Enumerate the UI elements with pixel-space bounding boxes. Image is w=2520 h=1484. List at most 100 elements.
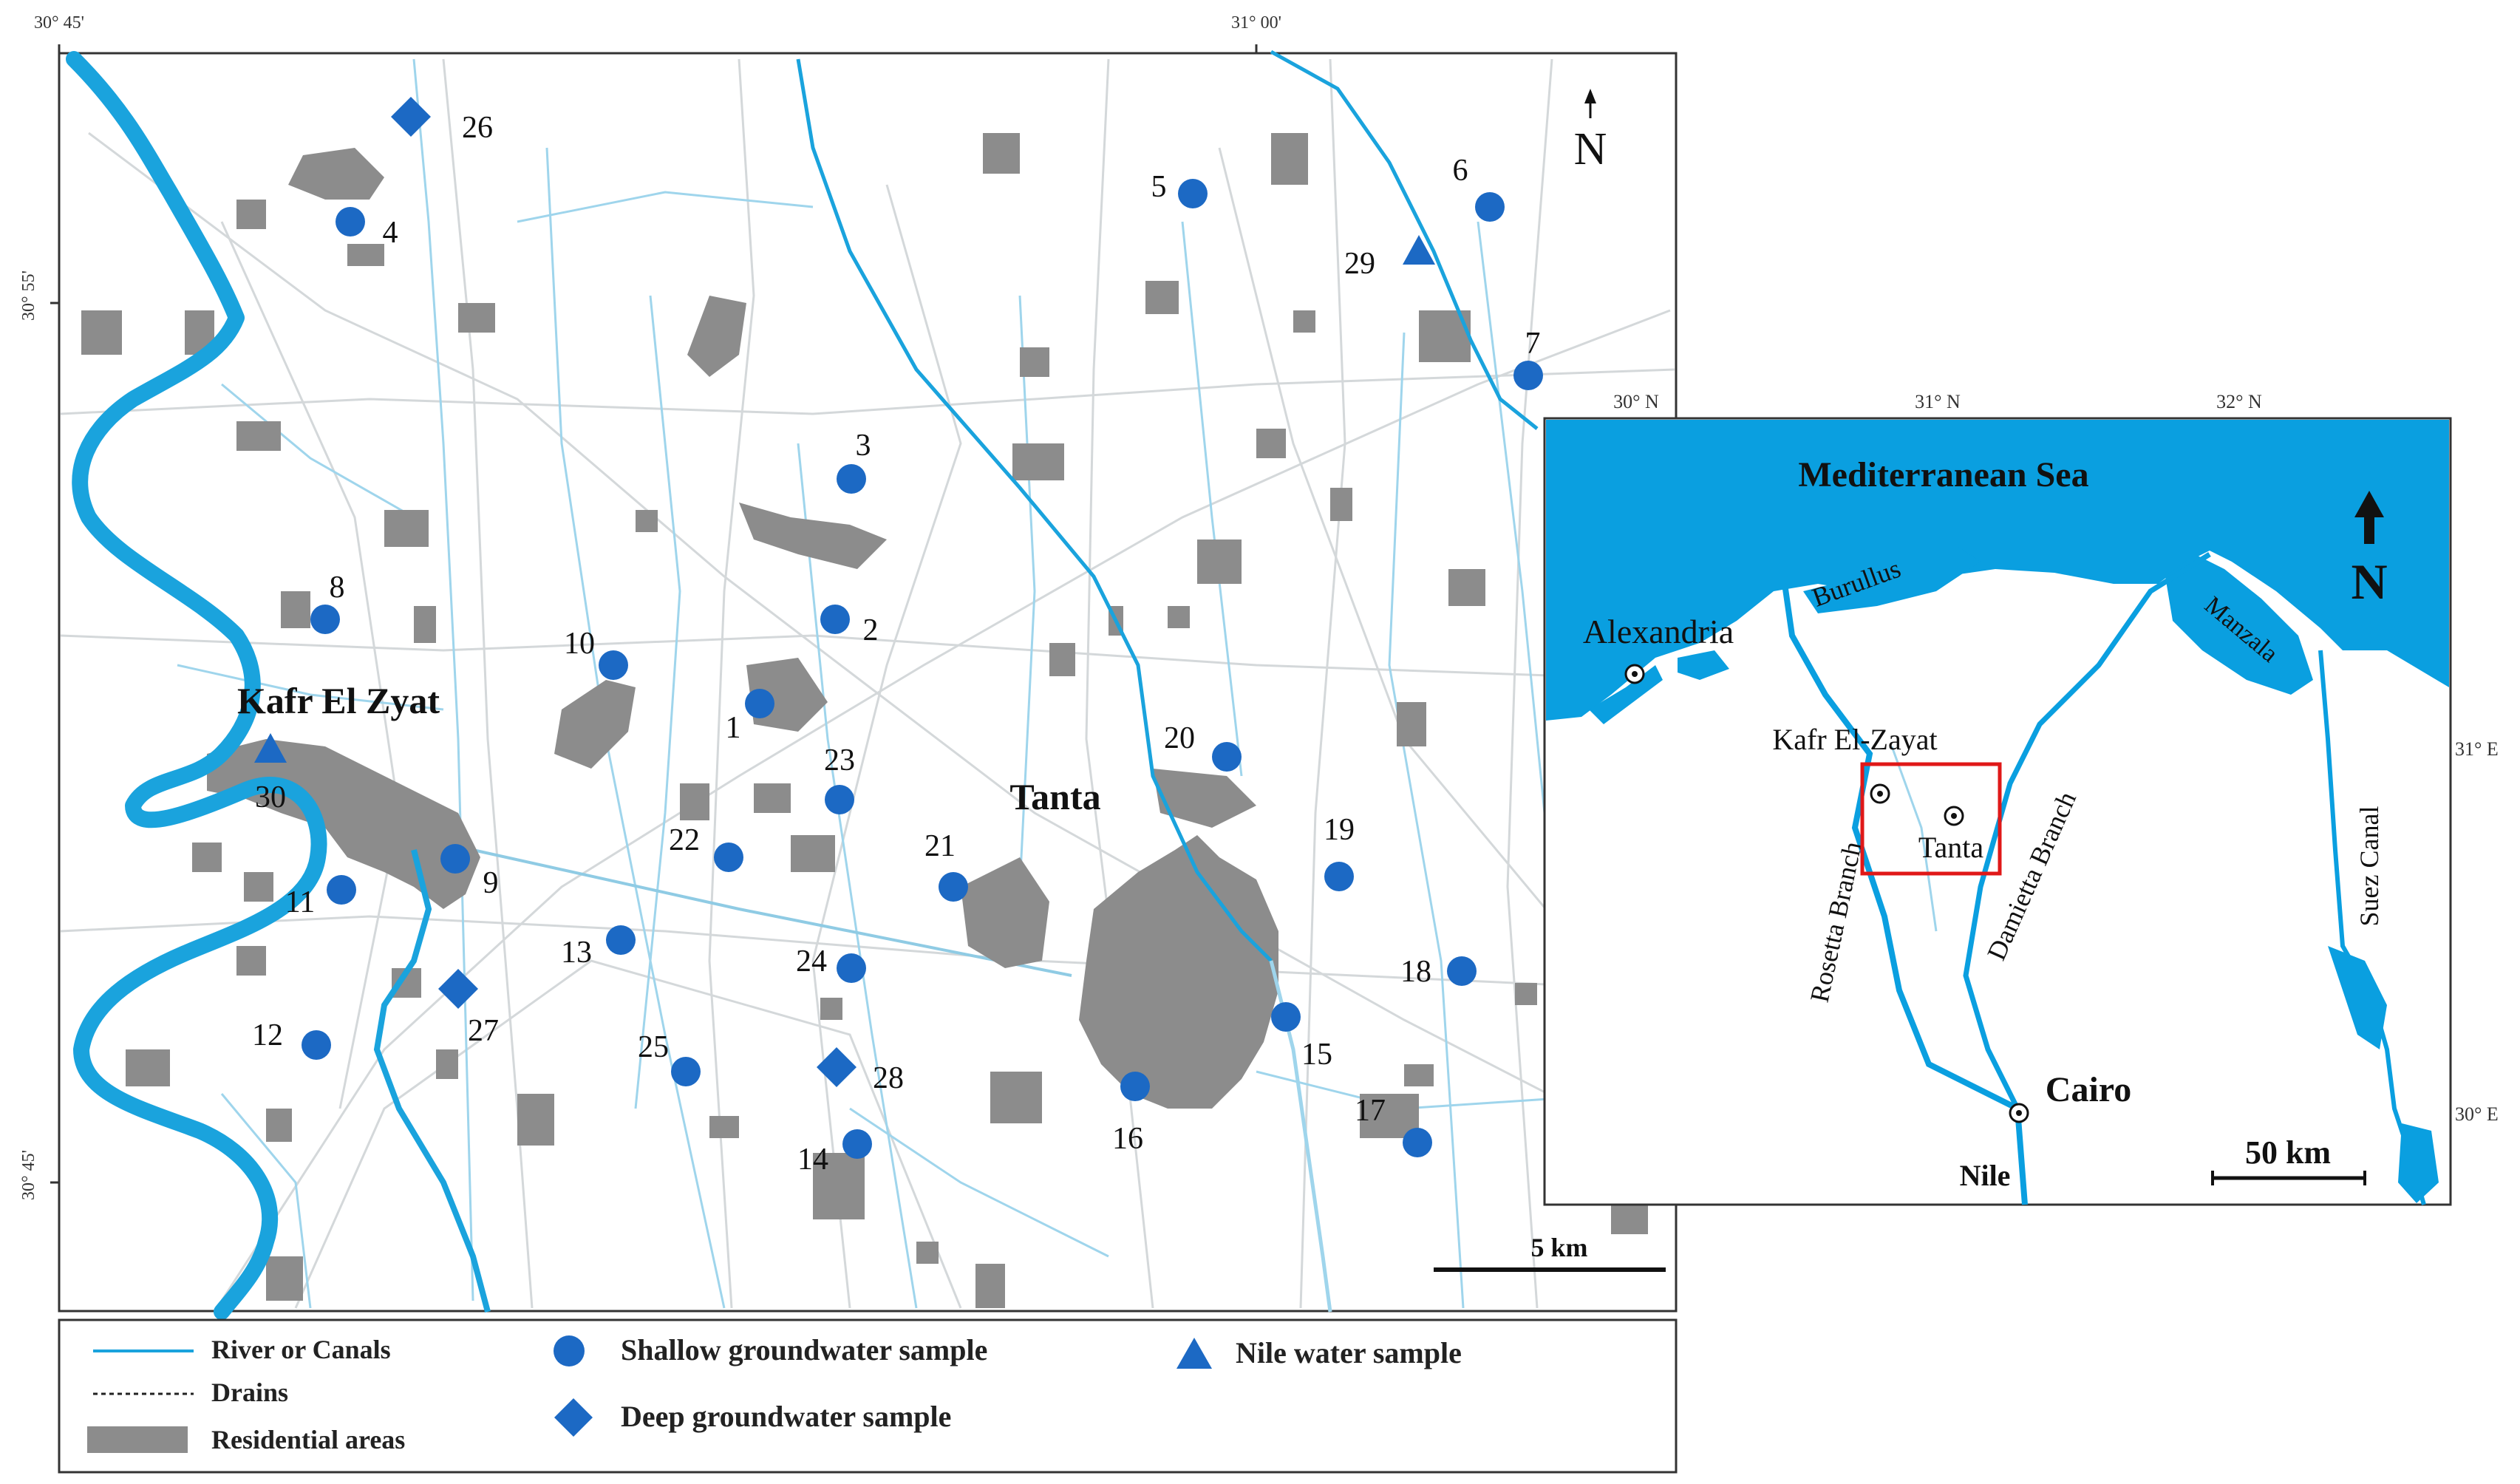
sample-label-25: 25 xyxy=(638,1030,669,1064)
sample-marker-21 xyxy=(939,872,968,902)
main-map: 30° 45' 31° 00' 30° 55' 30° 45' N 5 km K… xyxy=(19,13,1678,1320)
legend-deep-symbol xyxy=(554,1398,593,1437)
inset-kafr-label: Kafr El-Zayat xyxy=(1772,723,1937,756)
sample-label-10: 10 xyxy=(564,627,595,661)
sample-label-14: 14 xyxy=(797,1143,828,1177)
damietta-branch xyxy=(1963,552,2211,1110)
inset-suez-label: Suez Canal xyxy=(2354,806,2384,927)
sample-marker-18 xyxy=(1447,956,1477,986)
graticule-top-2: 31° 00' xyxy=(1231,13,1281,33)
sample-marker-29 xyxy=(1403,235,1435,265)
sample-label-19: 19 xyxy=(1324,813,1355,847)
inset-scale-bar: 50 km xyxy=(2211,1134,2366,1185)
sample-label-15: 15 xyxy=(1301,1038,1332,1072)
sample-marker-8 xyxy=(310,605,340,634)
legend-deep-label: Deep groundwater sample xyxy=(621,1400,951,1433)
sample-marker-15 xyxy=(1271,1002,1301,1032)
sample-marker-14 xyxy=(842,1129,872,1159)
inset-lon-32: 32° N xyxy=(2216,391,2262,412)
sample-label-23: 23 xyxy=(824,743,855,777)
legend-drains-label: Drains xyxy=(211,1378,288,1407)
sample-label-29: 29 xyxy=(1344,247,1375,281)
sample-label-6: 6 xyxy=(1453,154,1468,188)
sample-marker-30 xyxy=(254,733,287,763)
sample-marker-10 xyxy=(599,650,628,680)
inset-tanta-dot xyxy=(1944,806,1964,826)
sample-label-26: 26 xyxy=(462,111,493,145)
sample-marker-5 xyxy=(1178,179,1208,208)
legend-residential-symbol xyxy=(87,1426,188,1453)
sample-marker-28 xyxy=(817,1047,857,1087)
sample-marker-11 xyxy=(327,875,356,905)
sample-marker-4 xyxy=(336,207,365,236)
sample-label-24: 24 xyxy=(796,944,827,978)
legend-frame xyxy=(58,1318,1678,1474)
sample-label-28: 28 xyxy=(873,1061,904,1095)
mediterranean-sea xyxy=(1546,420,2449,721)
kafr-canal-river xyxy=(373,849,491,1313)
residential-areas xyxy=(81,133,1648,1308)
sample-marker-1 xyxy=(745,689,774,718)
sample-label-4: 4 xyxy=(383,216,398,250)
legend-shallow-symbol xyxy=(554,1335,585,1366)
sample-label-11: 11 xyxy=(285,885,315,919)
inset-cairo-dot xyxy=(2009,1103,2029,1123)
sample-label-3: 3 xyxy=(856,429,871,463)
sample-marker-22 xyxy=(714,843,743,872)
north-label: N xyxy=(1574,124,1607,174)
sample-label-16: 16 xyxy=(1112,1122,1143,1156)
inset-cairo-label: Cairo xyxy=(2046,1070,2131,1109)
inset-study-area-box xyxy=(1860,762,2002,876)
graticule-left-1: 30° 55' xyxy=(19,270,38,321)
bahr-shebin-river xyxy=(796,58,1273,962)
lake-mariut xyxy=(1589,665,1663,724)
inset-north-arrow: N xyxy=(2351,491,2388,610)
sample-label-20: 20 xyxy=(1164,721,1195,755)
sample-marker-17 xyxy=(1403,1128,1432,1157)
sample-label-17: 17 xyxy=(1355,1094,1386,1128)
sample-marker-24 xyxy=(837,953,866,983)
sample-marker-27 xyxy=(438,969,478,1009)
sample-marker-9 xyxy=(440,844,470,874)
sample-marker-6 xyxy=(1475,192,1505,222)
inset-nile-label: Nile xyxy=(1960,1159,2011,1192)
legend: River or Canals Drains Residential areas… xyxy=(58,1318,1678,1474)
legend-nile-label: Nile water sample xyxy=(1236,1336,1462,1369)
scale-bar-label: 5 km xyxy=(1530,1233,1587,1262)
road-network xyxy=(60,58,1675,1309)
sample-marker-12 xyxy=(302,1030,331,1060)
scale-bar: 5 km xyxy=(1434,1233,1666,1272)
tanta-area xyxy=(1079,835,1278,1109)
inset-map: 30° N 31° N 32° N 31° E 30° E Mediterran… xyxy=(1543,391,2499,1206)
legend-river-label: River or Canals xyxy=(211,1335,391,1364)
sample-label-2: 2 xyxy=(863,613,879,647)
sample-marker-3 xyxy=(837,464,866,494)
inset-north-label: N xyxy=(2351,554,2387,610)
lake-manzala xyxy=(2165,554,2313,695)
legend-nile-symbol xyxy=(1176,1338,1212,1369)
graticule-top-1: 30° 45' xyxy=(34,13,84,33)
legend-shallow-label: Shallow groundwater sample xyxy=(621,1333,987,1366)
inset-lon-31: 31° N xyxy=(1915,391,1961,412)
sample-label-21: 21 xyxy=(924,829,956,863)
sample-marker-19 xyxy=(1324,862,1354,891)
sample-marker-13 xyxy=(606,925,636,955)
north-canal-river xyxy=(1270,50,1539,430)
inset-alexandria-label: Alexandria xyxy=(1583,613,1734,650)
sample-label-30: 30 xyxy=(255,780,286,814)
sample-label-5: 5 xyxy=(1151,170,1167,204)
rosetta-branch-river xyxy=(66,51,327,1320)
inset-lat-31: 31° E xyxy=(2455,738,2499,760)
inset-lat-30: 30° E xyxy=(2455,1103,2499,1125)
sample-label-13: 13 xyxy=(561,936,592,970)
sample-marker-2 xyxy=(820,605,850,634)
graticule-left-2: 30° 45' xyxy=(19,1150,38,1200)
inset-tanta-label: Tanta xyxy=(1918,831,1984,864)
inset-lon-30: 30° N xyxy=(1613,391,1659,412)
inset-kafr-dot xyxy=(1870,783,1890,804)
sample-marker-16 xyxy=(1120,1072,1150,1101)
sample-label-8: 8 xyxy=(330,571,345,605)
sample-marker-23 xyxy=(825,785,854,814)
